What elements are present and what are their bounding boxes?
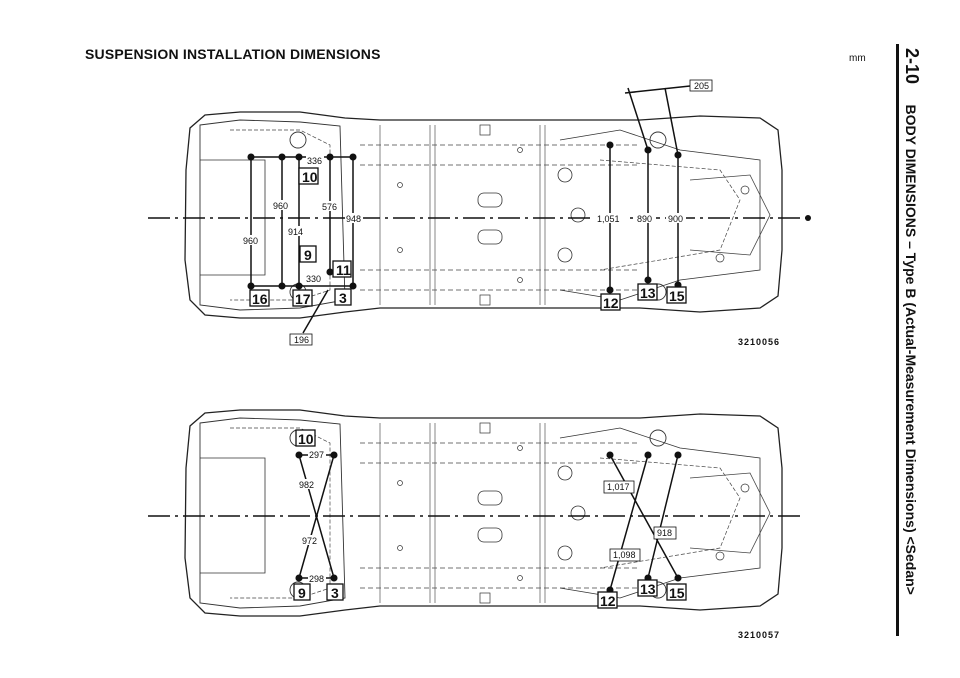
dim-label-918: 918: [657, 528, 672, 538]
dim-label-948: 948: [346, 214, 361, 224]
top-diagram: 336 960 914 960 576 948 330 196 1,051 89…: [148, 79, 811, 346]
car-underbody-top: [184, 111, 783, 319]
dim-line-972: [298, 454, 335, 579]
dim-label-900: 900: [668, 214, 683, 224]
dim-label-336: 336: [307, 156, 322, 166]
diagram-code-bottom: 3210057: [738, 630, 781, 640]
point-label-3: 3: [331, 585, 339, 601]
dim-label-205: 205: [694, 81, 709, 91]
diagram-code-top: 3210056: [738, 337, 781, 347]
dim-label-1051: 1,051: [597, 214, 620, 224]
dim-label-330: 330: [306, 274, 321, 284]
dim-label-298: 298: [309, 574, 324, 584]
point-label-15: 15: [669, 288, 685, 304]
point-label-12: 12: [600, 593, 616, 609]
dim-label-297: 297: [309, 450, 324, 460]
unit-label: mm: [849, 53, 866, 64]
leader-205-arrow: [624, 85, 691, 94]
point-label-9: 9: [298, 585, 306, 601]
dim-label-914: 914: [288, 227, 303, 237]
dim-label-576: 576: [322, 202, 337, 212]
dim-label-1017: 1,017: [607, 482, 630, 492]
point-label-11: 11: [336, 262, 351, 278]
dim-label-960-inner: 960: [273, 201, 288, 211]
dim-label-196: 196: [294, 335, 309, 345]
point-label-9: 9: [304, 247, 312, 263]
leader-205-b: [664, 87, 679, 156]
bottom-diagram: 297 982 972 298 1,017 1,098 918 10 9 3 1…: [148, 409, 800, 617]
car-underbody-bottom: [184, 409, 783, 617]
side-divider: [896, 44, 899, 636]
dim-line-1098: [609, 454, 649, 591]
dim-line-1017: [609, 454, 679, 579]
point-label-10: 10: [302, 169, 318, 185]
point-label-10: 10: [298, 431, 314, 447]
point-label-13: 13: [640, 581, 656, 597]
point-label-17: 17: [295, 291, 311, 307]
dim-label-982: 982: [299, 480, 314, 490]
point-label-12: 12: [603, 295, 619, 311]
dim-label-972: 972: [302, 536, 317, 546]
page-title: SUSPENSION INSTALLATION DIMENSIONS: [85, 46, 381, 62]
dim-line-918: [647, 454, 679, 579]
point-label-16: 16: [252, 291, 268, 307]
dim-label-890: 890: [637, 214, 652, 224]
point-label-13: 13: [640, 285, 656, 301]
point-label-3: 3: [339, 290, 347, 306]
point-label-15: 15: [669, 585, 685, 601]
dim-label-960-outer: 960: [243, 236, 258, 246]
leader-205-a: [627, 87, 649, 151]
leader-196: [302, 289, 329, 334]
centerline-end-dot: [805, 215, 811, 221]
dim-label-1098: 1,098: [613, 550, 636, 560]
